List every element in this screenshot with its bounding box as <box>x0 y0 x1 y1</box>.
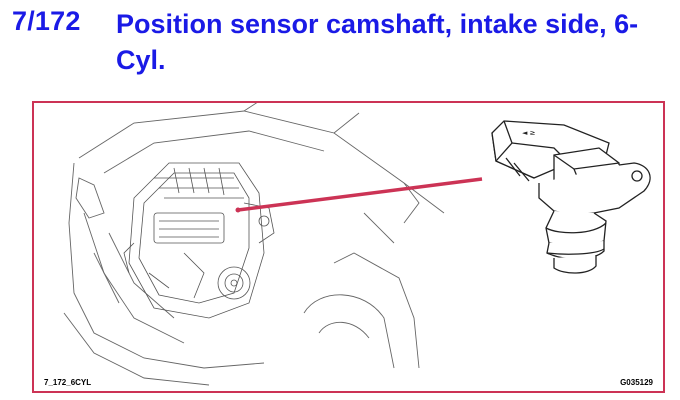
illustration-frame: ◄ ≥ 7_172_6CYL G035129 <box>32 101 665 393</box>
illustration: ◄ ≥ <box>63 103 651 386</box>
vehicle-outline <box>63 103 445 386</box>
page-title: Position sensor camshaft, intake side, 6… <box>116 9 639 75</box>
pointer-line <box>237 177 483 212</box>
sensor-detail: ◄ ≥ <box>491 120 651 274</box>
figure-caption-left: 7_172_6CYL <box>44 378 92 387</box>
engine-block <box>123 162 275 319</box>
section-number: 7/172 <box>12 6 81 36</box>
figure-caption-right: G035129 <box>620 378 653 387</box>
svg-text:◄ ≥: ◄ ≥ <box>522 129 536 137</box>
